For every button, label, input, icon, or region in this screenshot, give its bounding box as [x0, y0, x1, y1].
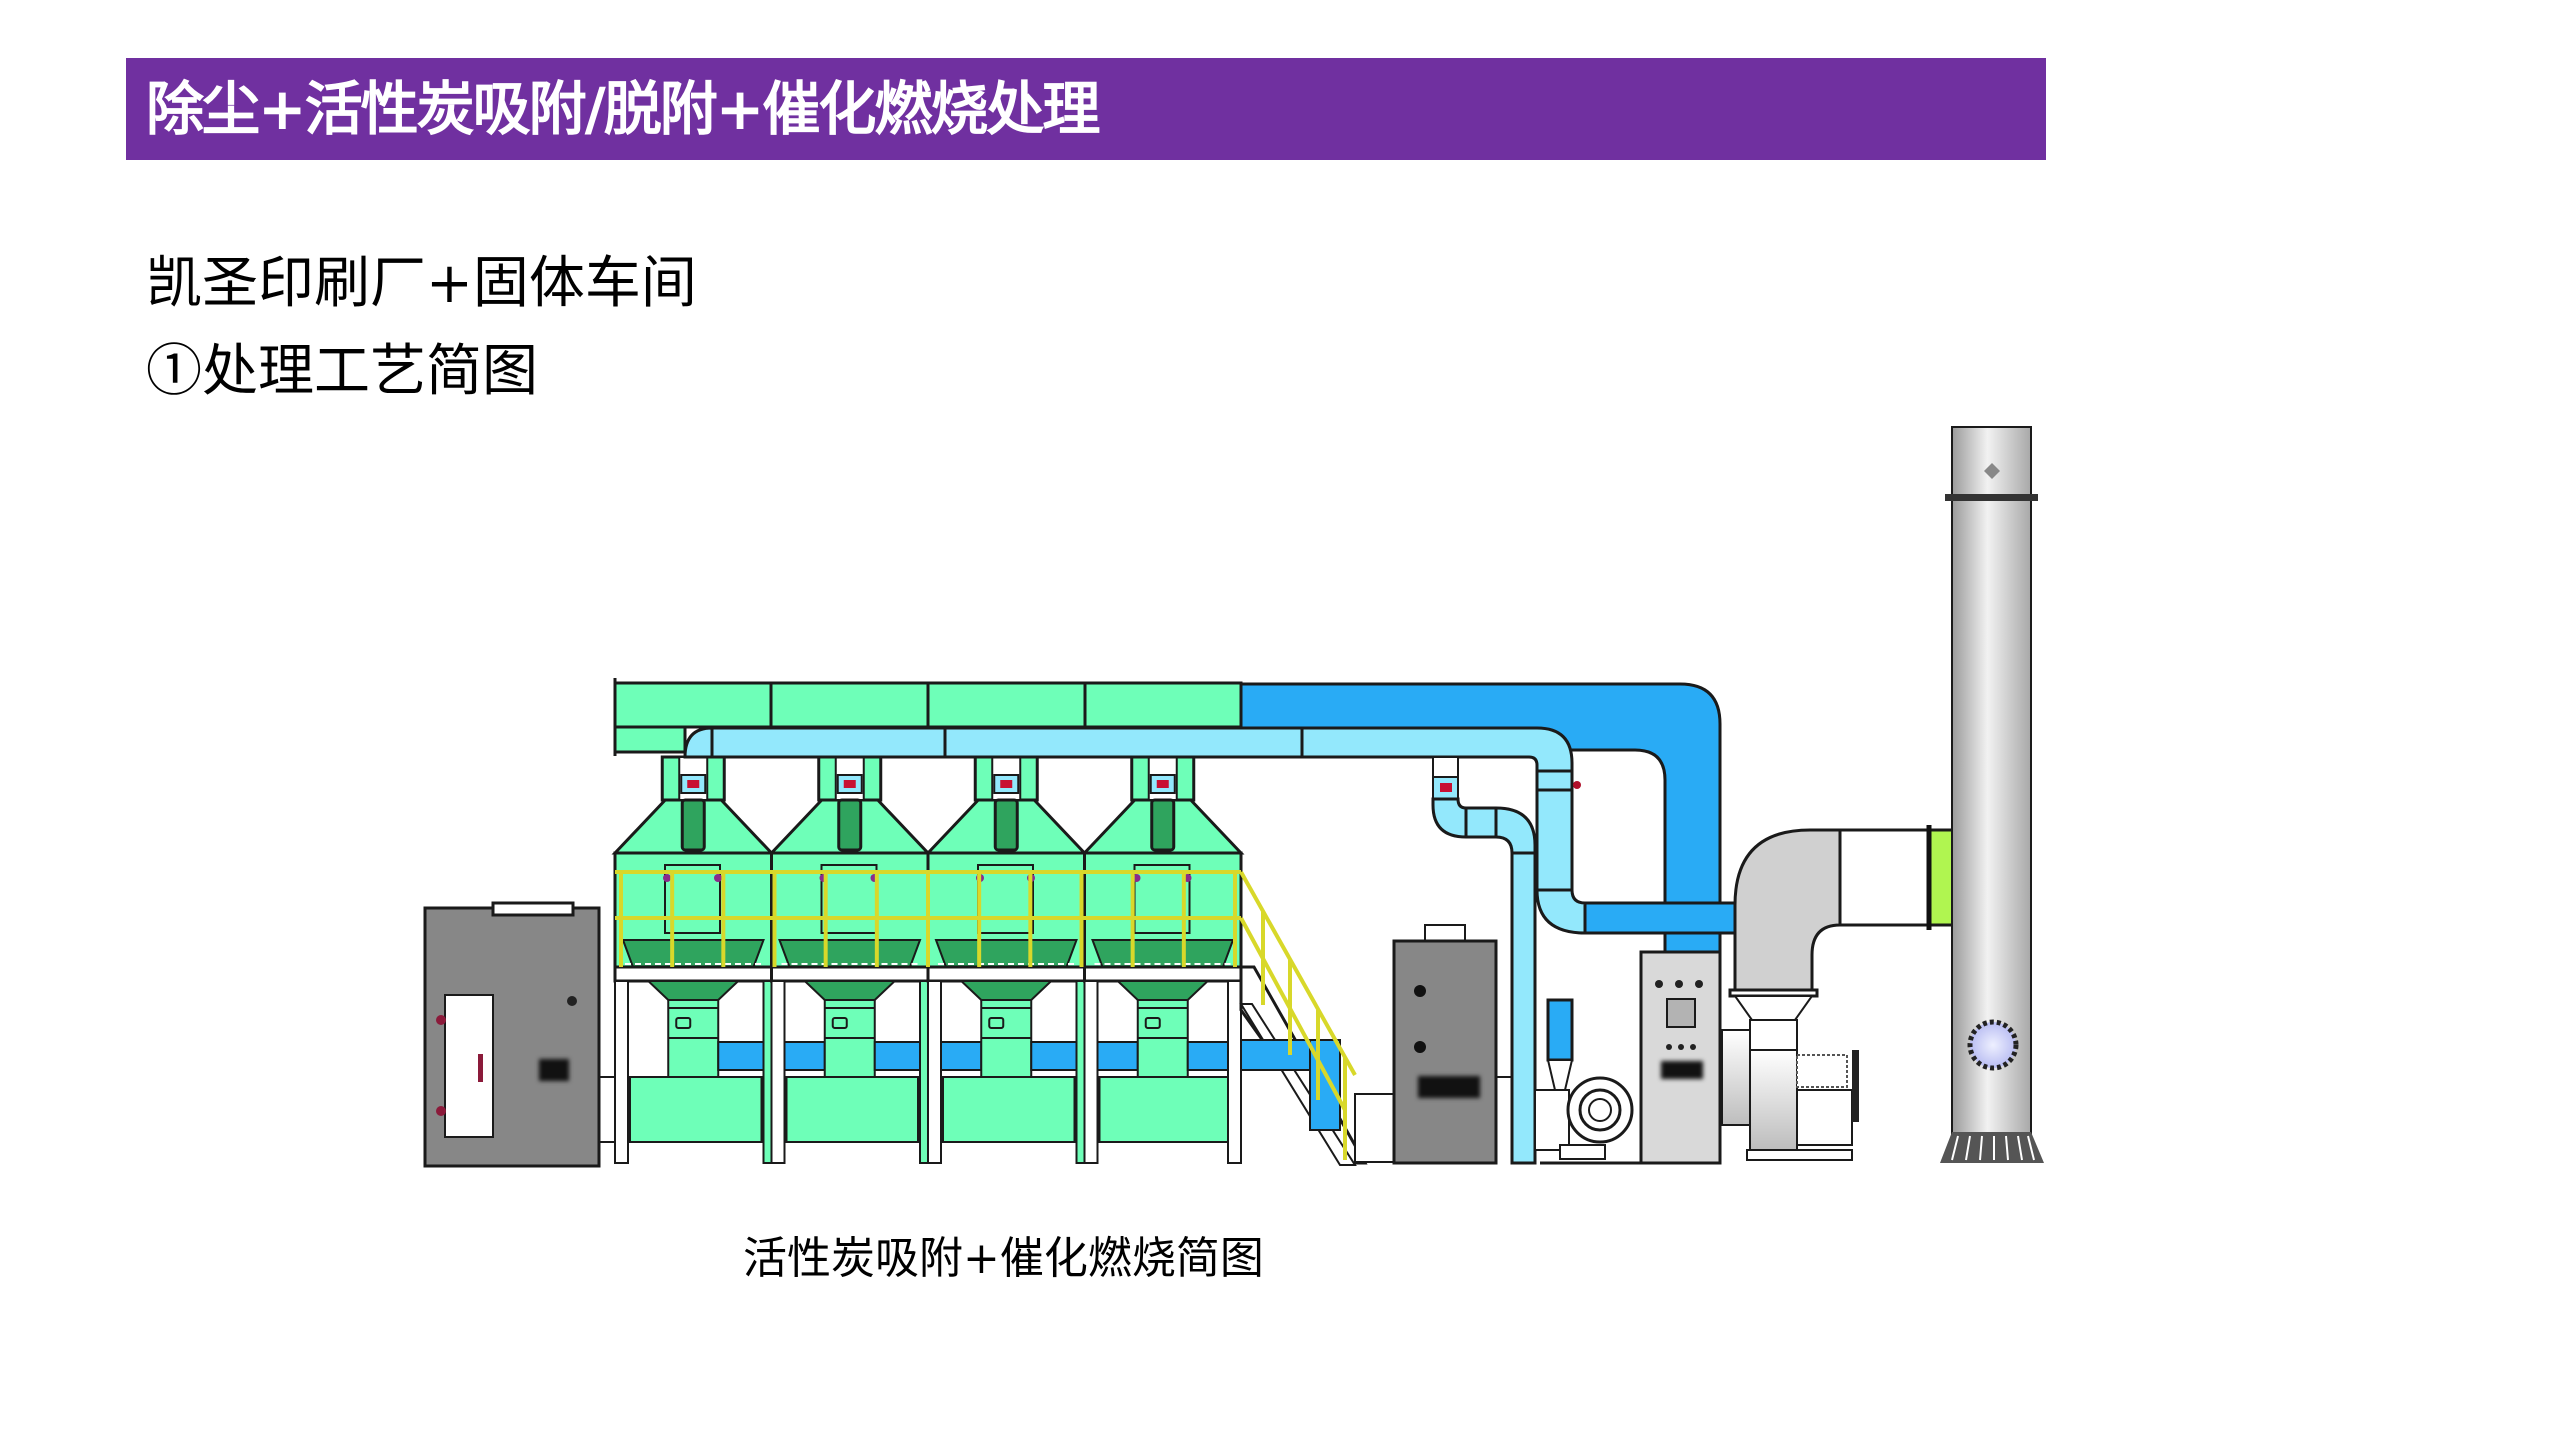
indicator-light: [1695, 980, 1703, 988]
title-banner: 除尘+活性炭吸附/脱附+催化燃烧处理: [126, 58, 2046, 160]
door-hinge-icon: [436, 1015, 446, 1025]
main-exhaust-fan: [1721, 825, 1977, 1161]
valve-indicator: [843, 780, 856, 788]
platform-beam: [1083, 965, 1243, 983]
inner-pipe: [680, 798, 706, 852]
stack-marker-icon: [1984, 463, 2000, 479]
sight-glass: [988, 1017, 1005, 1029]
fan-pulley: [1852, 1050, 1859, 1122]
support-leg: [927, 980, 942, 1164]
inner-pipe: [837, 798, 863, 852]
sight-glass: [1144, 1017, 1161, 1029]
valve-indicator: [1156, 780, 1169, 788]
figure-caption: 活性炭吸附+催化燃烧简图: [743, 1233, 1264, 1284]
support-leg: [1227, 980, 1242, 1164]
lower-hopper: [1115, 980, 1211, 1001]
indicator-dot: [1414, 1041, 1426, 1053]
access-stairs: [1239, 871, 1395, 1166]
indicator-dot: [1414, 985, 1426, 997]
dust-filter-cabinet: [423, 901, 615, 1168]
valve-indicator: [1573, 781, 1581, 789]
cabinet-label-illegible: [539, 1059, 569, 1081]
adsorber-base: [629, 1076, 763, 1143]
activated-carbon-adsorbers: [611, 755, 1296, 1164]
inner-pipe: [993, 798, 1019, 852]
plant-name-text: 凯圣印刷厂+固体车间: [146, 251, 697, 316]
door-handle-icon: [478, 1054, 483, 1082]
platform-beam: [613, 965, 773, 983]
platform-beam: [770, 965, 930, 983]
valve-indicator: [687, 780, 700, 788]
inner-pipe: [1150, 798, 1176, 852]
support-leg: [770, 980, 786, 1164]
support-leg: [1083, 980, 1099, 1164]
adsorber-base: [785, 1076, 919, 1143]
catalytic-combustion-unit: [1392, 924, 1498, 1165]
exhaust-stack: [1940, 426, 2044, 1163]
valve-indicator: [1440, 783, 1452, 792]
adsorber-base: [1098, 1076, 1232, 1143]
cabinet-outlet: [491, 901, 575, 917]
control-panel-screen: [1666, 998, 1696, 1028]
platform-beam: [926, 965, 1086, 983]
support-leg: [614, 980, 629, 1164]
adsorber-base: [942, 1076, 1076, 1143]
door-hinge-icon: [436, 1106, 446, 1116]
desorption-duct: [683, 726, 1587, 1165]
cabinet-label-illegible: [1661, 1061, 1703, 1079]
desorption-fan: [1534, 998, 1640, 1165]
bed-tray: [934, 939, 1078, 968]
indicator-dot: [567, 996, 577, 1006]
control-cabinet: [1639, 950, 1722, 1165]
support-leg: [1075, 980, 1086, 1164]
support-leg: [762, 980, 773, 1164]
access-door: [664, 864, 721, 934]
page-title: 除尘+活性炭吸附/脱附+催化燃烧处理: [146, 75, 1100, 143]
lower-hopper: [958, 980, 1054, 1001]
unit-label-illegible: [1418, 1076, 1480, 1098]
bed-tray: [778, 939, 922, 968]
sampling-port: [1967, 1019, 2019, 1071]
section-heading-text: ①处理工艺简图: [146, 339, 538, 404]
indicator-light: [1675, 980, 1683, 988]
lower-hopper: [645, 980, 741, 1001]
valve-indicator: [1000, 780, 1013, 788]
bed-tray: [1091, 939, 1235, 968]
sight-glass: [831, 1017, 848, 1029]
bed-tray: [621, 939, 765, 968]
lower-hopper: [802, 980, 898, 1001]
cabinet-door: [444, 994, 494, 1138]
indicator-light: [1655, 980, 1663, 988]
stack-flange: [1945, 494, 2038, 501]
support-leg: [919, 980, 929, 1164]
fan-inlet-branch: [1580, 901, 1737, 935]
sight-glass: [675, 1017, 692, 1029]
